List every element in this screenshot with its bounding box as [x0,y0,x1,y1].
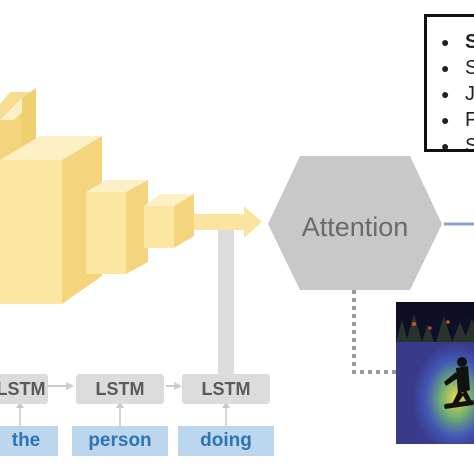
question-word-3: doing [178,426,274,456]
answer-text: S [465,31,474,53]
answer-text: S [465,57,474,79]
answer-item: ●S [441,29,474,55]
cnn-block-1 [0,88,36,172]
attention-heatmap-image [396,302,474,444]
answer-text: F [465,109,474,131]
bullet-icon: ● [441,34,450,50]
cnn-block-3 [86,180,148,274]
answer-text: S [465,135,474,149]
answer-item: ●J [441,81,474,107]
answer-item: ●F [441,107,474,133]
cnn-block-4 [144,194,194,248]
answer-list: ●S ●S ●J ●F ●S [441,29,474,152]
bullet-icon: ● [441,138,450,152]
bullet-icon: ● [441,112,450,128]
lstm-arrows [48,382,182,390]
bullet-icon: ● [441,60,450,76]
question-word-1: the [0,426,58,456]
word-arrows [16,402,230,426]
answer-candidates-box: ●S ●S ●J ●F ●S [424,14,474,152]
answer-item: ●S [441,133,474,152]
feature-arrow [194,206,262,238]
answer-item: ●S [441,55,474,81]
snowboarder-photo [396,302,474,444]
bullet-icon: ● [441,86,450,102]
question-word-2: person [72,426,168,456]
attention-label: Attention [302,212,409,242]
lstm-cell-1: LSTM [0,374,48,404]
lstm-cell-2: LSTM [76,374,164,404]
cnn-feature-stack [0,88,194,304]
snowboarder-figure [444,357,474,409]
lstm-cell-3: LSTM [182,374,270,404]
attention-hexagon [268,156,442,290]
answer-text: J [465,83,474,105]
lstm-to-attention-connector [218,218,234,378]
attention-map-connector [352,290,396,374]
